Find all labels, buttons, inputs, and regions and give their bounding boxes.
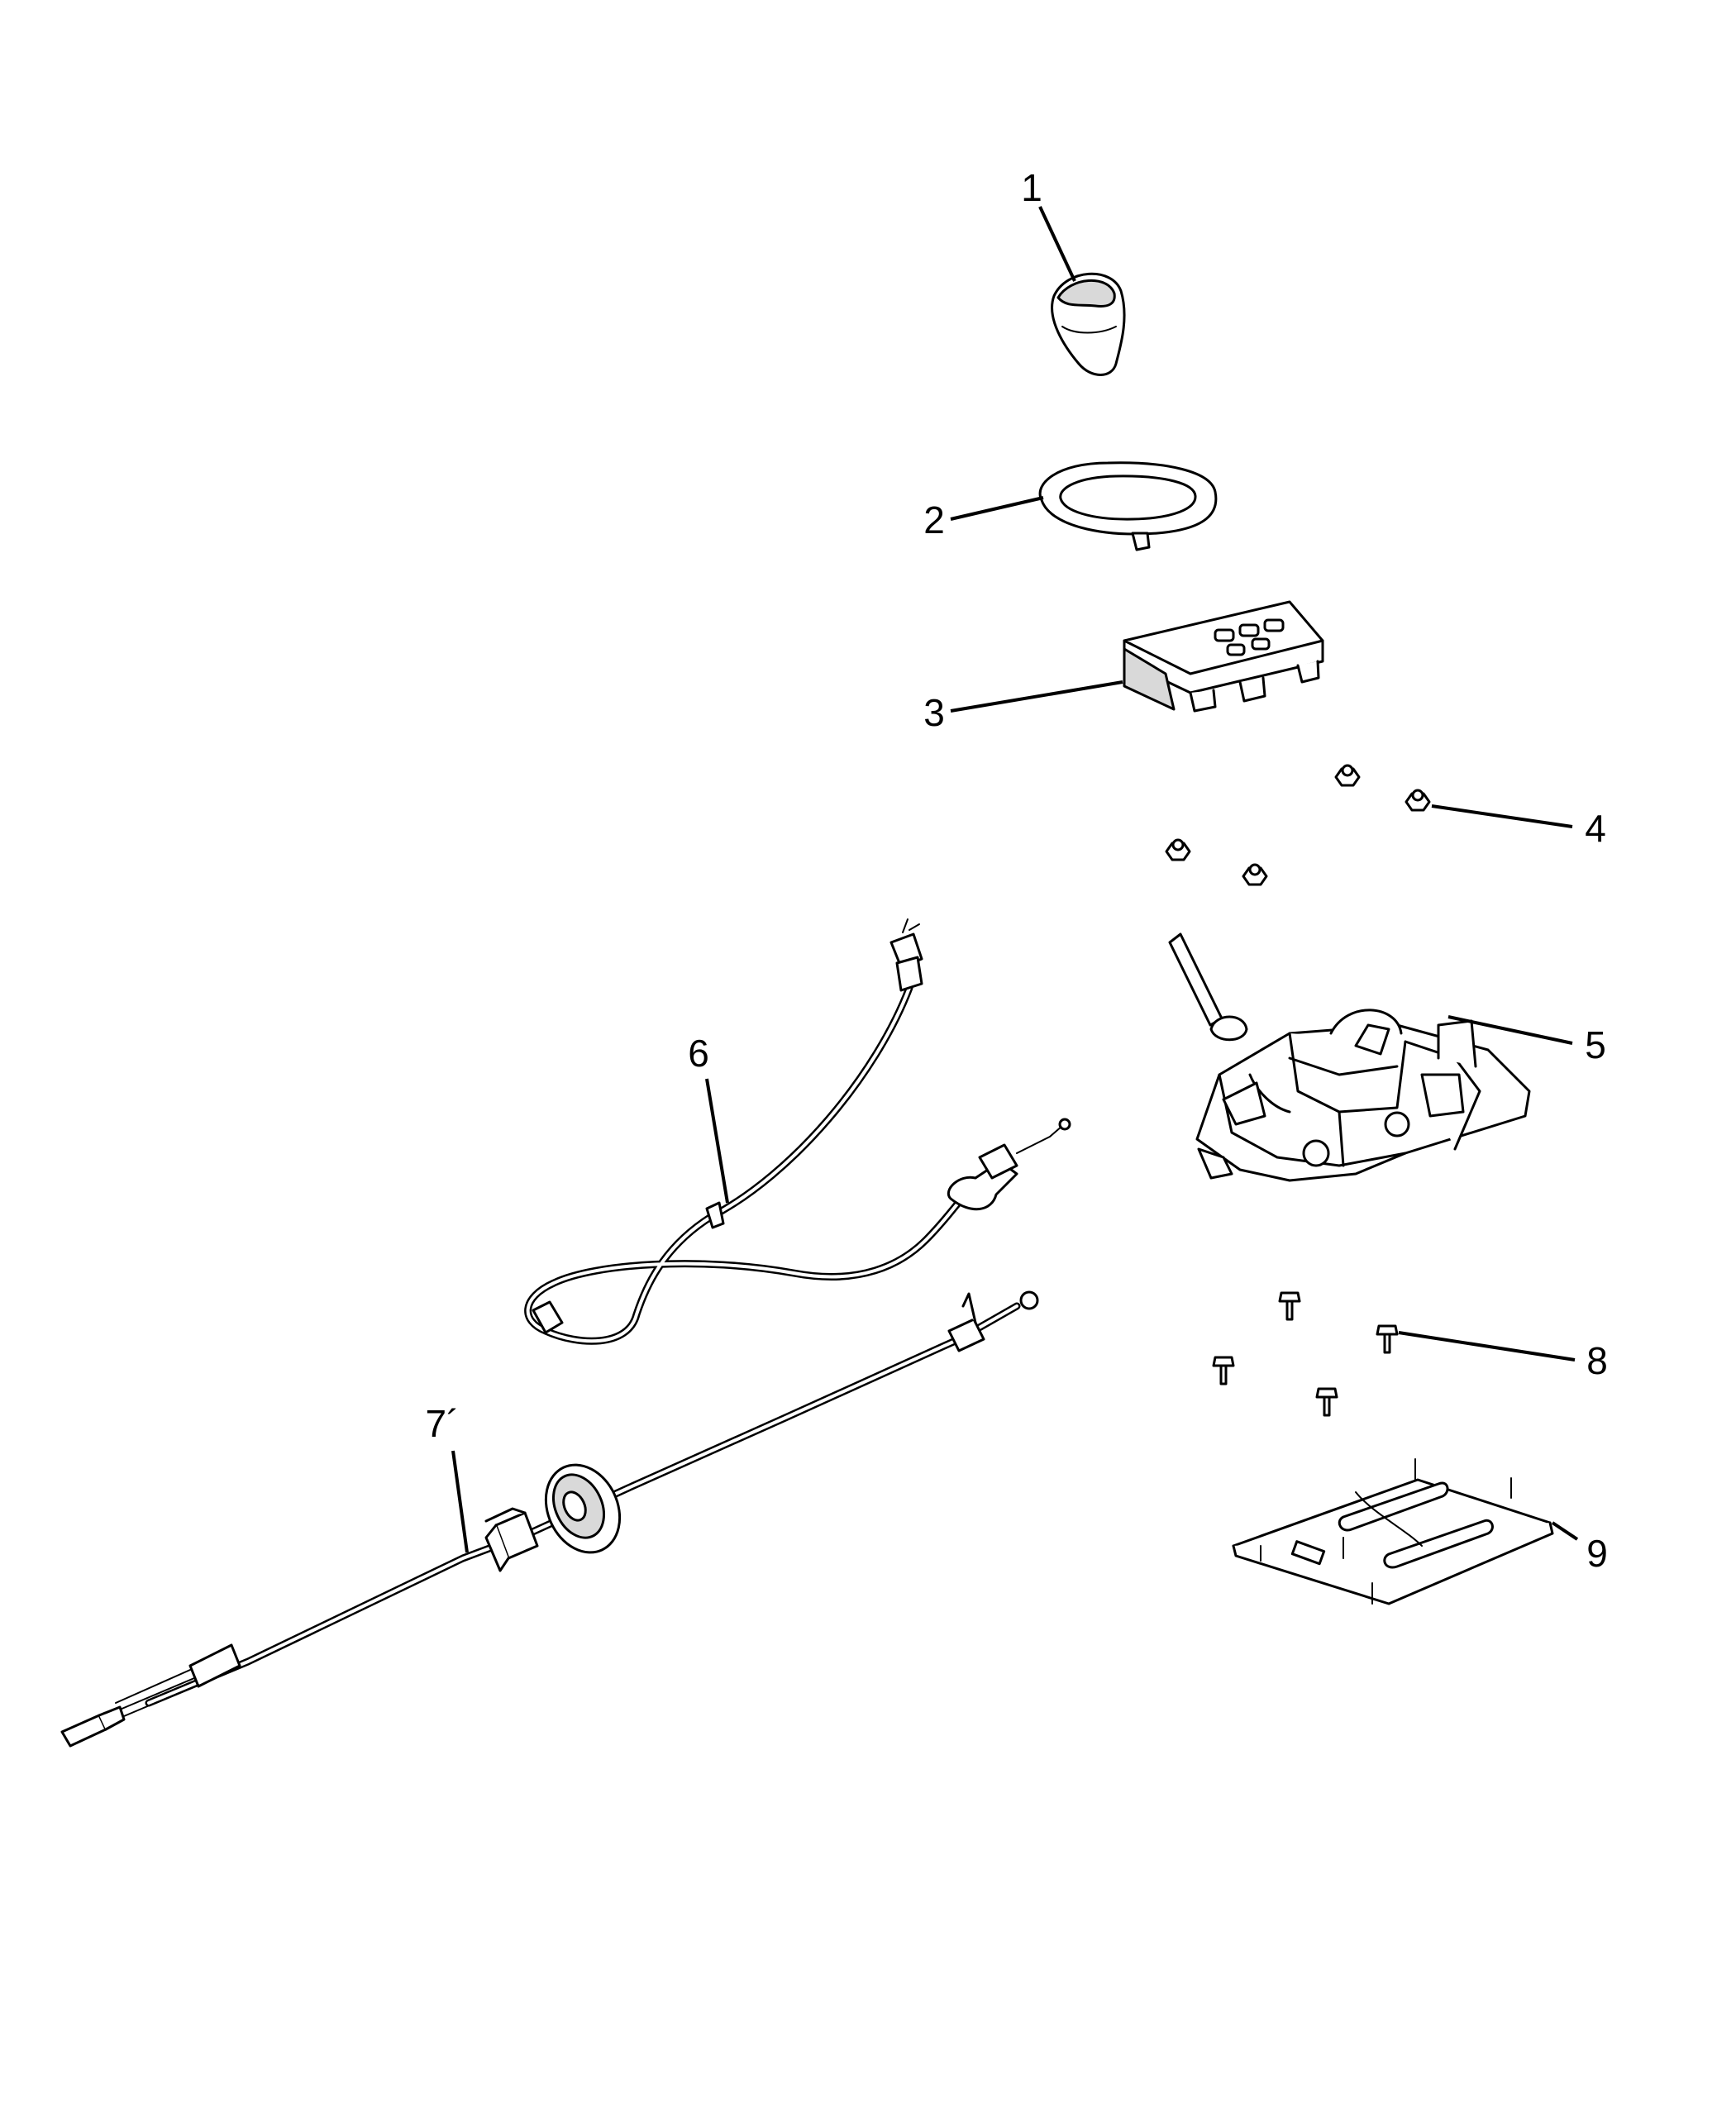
- leader-8: [1398, 1331, 1576, 1362]
- leader-2: [950, 496, 1044, 521]
- callout-7: 7´: [426, 1402, 460, 1445]
- callout-1: 1: [1021, 166, 1042, 209]
- leader-3: [950, 680, 1123, 713]
- leader-9: [1551, 1521, 1579, 1541]
- leader-6: [705, 1078, 729, 1204]
- part-2-bezel-ring: [1038, 461, 1218, 551]
- part-6-interlock-cable: [524, 918, 1071, 1345]
- leader-5: [1447, 1015, 1573, 1045]
- part-8-bolts: [1212, 1291, 1399, 1417]
- part-1-shift-knob: [1051, 272, 1126, 376]
- callout-6: 6: [688, 1032, 709, 1075]
- part-7-shift-cable: [60, 1290, 1039, 1748]
- callout-5: 5: [1585, 1023, 1606, 1066]
- part-5-shifter-assembly: [1168, 932, 1531, 1182]
- callout-9: 9: [1586, 1532, 1608, 1575]
- leader-1: [1038, 206, 1076, 282]
- part-3-indicator-bezel: [1123, 600, 1324, 713]
- leader-4: [1431, 804, 1573, 828]
- part-9-base-plate: [1232, 1458, 1554, 1605]
- part-4-nuts: [1165, 764, 1431, 886]
- callout-2: 2: [923, 498, 945, 541]
- callout-3: 3: [923, 691, 945, 734]
- callout-8: 8: [1586, 1339, 1608, 1382]
- callout-4: 4: [1585, 807, 1606, 850]
- leader-7: [451, 1450, 469, 1553]
